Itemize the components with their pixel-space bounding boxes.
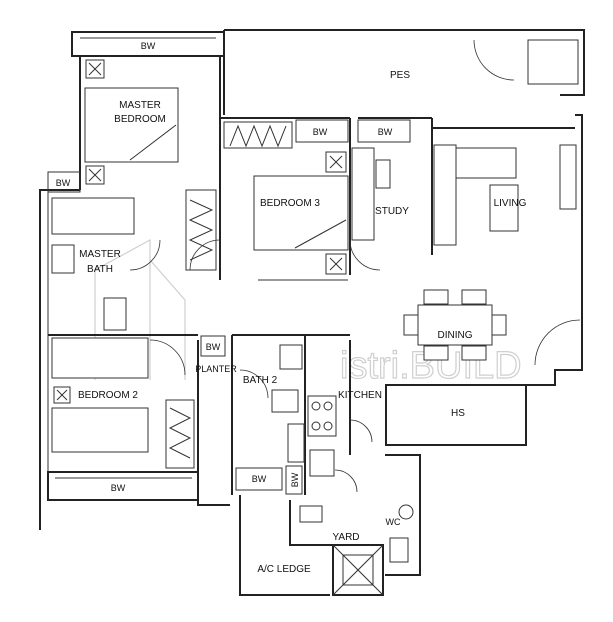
wc-toilet [389,537,409,563]
label-wc: WC [386,517,401,527]
label-master-bedroom-line1: MASTER [119,100,161,111]
bw-bath2-bottom: BW [252,474,267,484]
label-kitchen: KITCHEN [338,390,382,401]
bw-planter: BW [206,342,221,352]
bedroom2-wardrobe [165,399,195,469]
label-hs: HS [451,408,465,419]
bw-kitchen-vertical: BW [290,472,300,487]
label-master-bedroom-line2: BEDROOM [114,114,166,125]
label-living: LIVING [494,198,527,209]
label-bedroom3: BEDROOM 3 [260,198,320,209]
dining-table [417,304,493,346]
master-bath-toilet [103,297,127,331]
bw-bedroom3-b: BW [378,127,393,137]
label-master-bath-line2: BATH [87,264,113,275]
label-pes: PES [390,70,410,81]
tv-unit [559,144,577,210]
study-desk [351,147,375,241]
washing-machine [299,505,323,523]
bay-window-labels: BW BW BW BW BW BW BW BW [47,41,411,495]
bw-bedroom3-a: BW [313,127,328,137]
master-bed [84,87,179,163]
bw-master-bath: BW [56,178,71,188]
label-master-bath-line1: MASTER [79,249,121,260]
kitchen-sink [309,449,335,477]
sofa [433,144,457,246]
fixtures [51,39,579,563]
room-labels: PES MASTER BEDROOM BEDROOM 3 STUDY LIVIN… [78,70,527,575]
doors [129,39,581,493]
label-study: STUDY [375,206,409,217]
bedroom2-bed [51,407,149,453]
bedroom3-bed [253,175,349,251]
label-planter: PLANTER [195,364,237,374]
label-bath2: BATH 2 [243,375,278,386]
outer-walls [39,29,585,596]
label-yard: YARD [332,532,359,543]
bw-bedroom2-bottom: BW [111,483,126,493]
bath2-toilet [271,389,299,413]
label-bedroom2: BEDROOM 2 [78,390,138,401]
stove [307,395,337,437]
bathtub [51,197,135,235]
label-dining: DINING [438,330,473,341]
bw-top-master: BW [141,41,156,51]
label-ac-ledge: A/C LEDGE [257,564,311,575]
